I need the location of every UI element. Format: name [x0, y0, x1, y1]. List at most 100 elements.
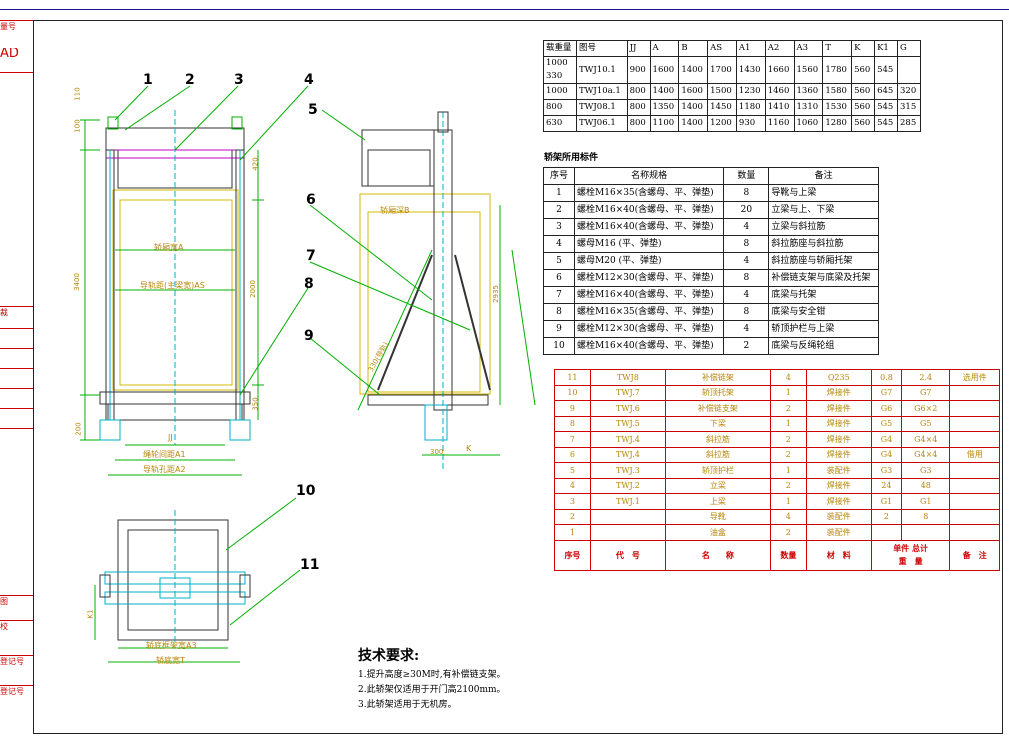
bom-cell: 斜拉筋: [664, 431, 771, 448]
bom-cell: [589, 524, 666, 541]
bom-cell: 下梁: [664, 415, 771, 432]
bom-cell: 装配件: [805, 524, 872, 541]
callout-8: 8: [304, 276, 314, 292]
bom-h-seq: 序号: [554, 539, 591, 571]
bottom-view: [94, 510, 251, 663]
bom-cell: [949, 431, 1000, 448]
bom-cell: TWJ.3: [589, 462, 666, 479]
spec-cell: 800: [626, 83, 651, 100]
spec-cell: 1430: [735, 56, 766, 84]
fastener-cell: 螺栓M12×30(含螺母、平、弹垫): [573, 320, 725, 338]
spec-cell: 1530: [822, 99, 853, 116]
bom-cell: TWJ.7: [589, 384, 666, 401]
spec-cell: 315: [897, 99, 921, 116]
bom-cell: TWJ.6: [589, 400, 666, 417]
fastener-cell: 轿顶护栏与上梁: [768, 320, 879, 338]
callout-5: 5: [308, 102, 318, 118]
fastener-cell: 螺栓M12×30(含螺母、平、弹垫): [573, 269, 725, 287]
bom-cell: 焊接件: [805, 493, 872, 510]
spec-cell: 1400: [678, 99, 709, 116]
strip-mid-label: 裁: [0, 306, 33, 326]
spec-cell: 545: [874, 99, 899, 116]
bom-cell: 1: [769, 415, 807, 432]
fastener-cell: 2: [543, 201, 575, 219]
bom-cell: 2: [870, 508, 903, 525]
fastener-cell: 2: [723, 337, 770, 355]
strip-top-code: 量号: [0, 20, 33, 40]
dim-k: K: [466, 444, 472, 453]
bom-cell: 11: [554, 369, 591, 386]
bom-cell: 焊接件: [805, 477, 872, 494]
bom-cell: 焊接件: [805, 431, 872, 448]
fastener-cell: 7: [543, 286, 575, 304]
bom-cell: G5: [870, 415, 903, 432]
dim-car-depth: 轿厢深B: [380, 206, 410, 215]
bom-cell: 装配件: [805, 508, 872, 525]
fastener-cell: 斜拉筋座与轿厢托架: [768, 252, 879, 270]
bom-cell: 2: [769, 524, 807, 541]
spec-cell: 1500: [707, 83, 737, 100]
bom-cell: 2: [554, 508, 591, 525]
fastener-cell: 4: [543, 235, 575, 253]
spec-cell: 1450: [707, 99, 737, 116]
spec-cell: 545: [874, 115, 899, 132]
spec-cell: 1060: [793, 115, 824, 132]
dim-2935: 2935: [491, 285, 500, 303]
spec-cell: 1560: [793, 56, 824, 84]
bom-cell: 5: [554, 462, 591, 479]
fastener-cell: 20: [723, 201, 770, 219]
bom-h-material: 材 料: [805, 539, 872, 571]
dim-200: 200: [74, 422, 83, 436]
spec-cell: 1160: [764, 115, 795, 132]
bom-cell: [949, 493, 1000, 510]
spec-h-2: JJ: [626, 40, 651, 57]
fastener-cell: 4: [723, 286, 770, 304]
spec-h-0: 载重量: [543, 40, 577, 57]
spec-cell: 1580: [822, 83, 853, 100]
bom-cell: TWJ.4: [589, 446, 666, 463]
callout-4: 4: [304, 72, 314, 88]
fast-h-1: 名称规格: [573, 167, 725, 185]
bom-cell: G7: [870, 384, 903, 401]
bom-cell: 6: [554, 446, 591, 463]
bom-cell: 10: [554, 384, 591, 401]
fastener-cell: 5: [543, 252, 575, 270]
spec-cell: 1400: [678, 115, 709, 132]
spec-cell: 560: [851, 56, 876, 84]
callout-9: 9: [304, 328, 314, 344]
bom-cell: 焊接件: [805, 446, 872, 463]
drawing-frame: [33, 20, 1003, 734]
fastener-cell: 底梁与安全钳: [768, 303, 879, 321]
dim-110: 110: [73, 87, 82, 101]
dim-rail-a2: 导轨孔距A2: [143, 465, 186, 474]
bom-cell: 焊接件: [805, 400, 872, 417]
bom-cell: G4: [870, 431, 903, 448]
dim-3400: 3400: [72, 273, 81, 291]
dim-420: 420: [251, 157, 260, 171]
spec-cell: 545: [874, 56, 899, 84]
spec-h-8: A3: [793, 40, 824, 57]
bom-h-name: 名 称: [664, 539, 771, 571]
spec-cell: 1410: [764, 99, 795, 116]
bom-h-weight-label: 重 量: [898, 556, 923, 566]
fastener-cell: 1: [543, 184, 575, 202]
spec-cell: 800: [626, 115, 651, 132]
spec-cell: 1600: [678, 83, 709, 100]
bom-cell: 8: [554, 415, 591, 432]
spec-cell: 645: [874, 83, 899, 100]
bom-cell: [949, 477, 1000, 494]
fastener-cell: 8: [723, 235, 770, 253]
spec-cell: 1700: [707, 56, 737, 84]
spec-cell: TWJ10.1: [575, 56, 628, 84]
bom-cell: G4×4: [901, 446, 951, 463]
callout-6: 6: [306, 192, 316, 208]
fastener-cell: 螺母M16 (平、弹垫): [573, 235, 725, 253]
dim-bottom-a3: 轿底框架宽A3: [146, 641, 197, 650]
bom-cell: 2: [769, 446, 807, 463]
